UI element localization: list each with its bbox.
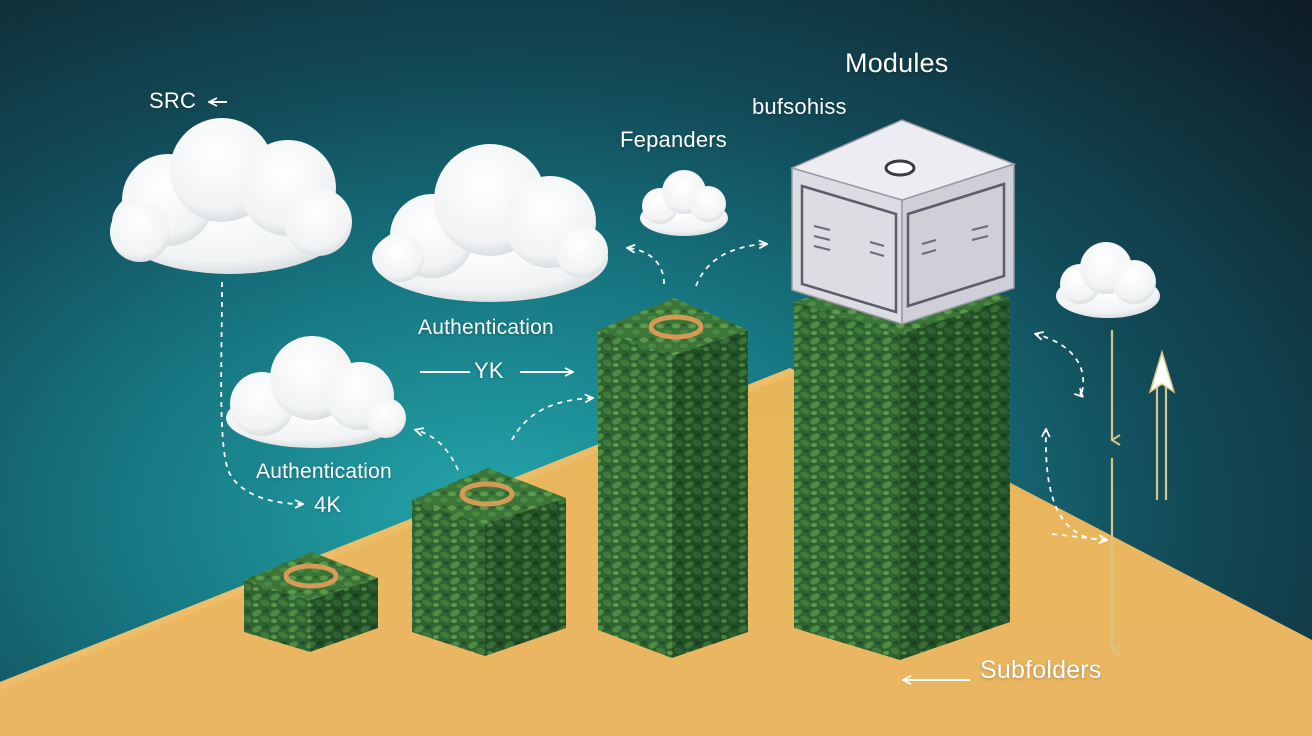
bufsohiss-label: bufsohiss — [752, 94, 847, 119]
modules-label: Modules — [845, 48, 949, 78]
hedge-block-icon — [598, 298, 748, 658]
arrow-icon — [210, 102, 1106, 680]
subfolders-label: Subfolders — [980, 656, 1102, 684]
four-k-label: 4K — [314, 492, 342, 517]
fepanders-label: Fepanders — [620, 127, 727, 152]
hedge-block-icon — [412, 468, 566, 656]
cloud-icon — [226, 336, 406, 448]
arrow-icon — [1148, 349, 1176, 394]
src-label: SRC — [149, 88, 197, 113]
hedge-block-icon — [794, 266, 1010, 660]
authentication-label-top: Authentication — [418, 316, 554, 339]
hedge-block-icon — [244, 552, 378, 652]
cloud-icon — [1056, 242, 1160, 318]
cloud-icon — [640, 170, 728, 236]
server-box-icon — [789, 119, 1017, 326]
cloud-icon — [372, 144, 608, 302]
arrow-icon — [1110, 330, 1168, 656]
authentication-label-left: Authentication — [256, 460, 392, 483]
cloud-icon — [110, 118, 352, 274]
yk-label: YK — [474, 358, 504, 383]
